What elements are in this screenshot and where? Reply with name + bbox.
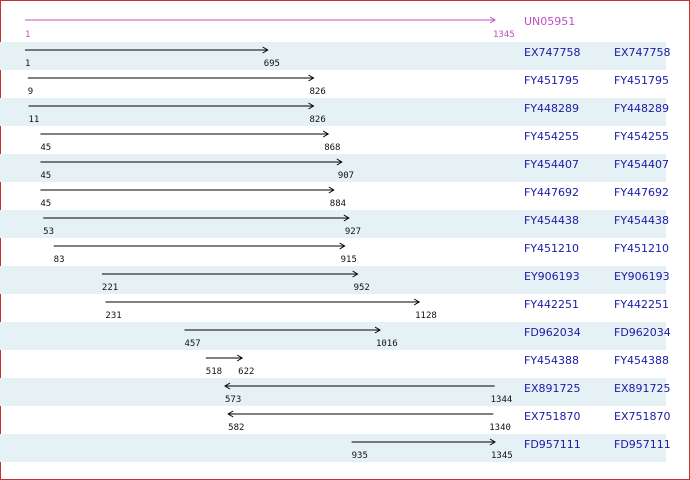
alignment-arrow-head <box>489 438 496 446</box>
accession-link-secondary[interactable]: FD962034 <box>614 326 671 339</box>
alignment-end-label: 915 <box>340 255 357 265</box>
accession-link-secondary[interactable]: EX751870 <box>614 410 671 423</box>
alignment-arrow-head <box>339 242 346 250</box>
alignment-start-label: 9 <box>27 87 34 97</box>
accession-link-secondary[interactable]: FY451795 <box>614 74 670 87</box>
alignment-start-label: 231 <box>105 311 122 321</box>
accession-link[interactable]: FY454388 <box>524 354 580 367</box>
alignment-row: 231 1128 FY442251 FY442251 <box>0 294 670 322</box>
accession-link-secondary[interactable]: EX891725 <box>614 382 671 395</box>
accession-link-secondary[interactable]: FD957111 <box>614 438 671 451</box>
alignment-end-label: 927 <box>344 227 362 237</box>
alignment-row: 221 952 EY906193 EY906193 <box>0 266 670 294</box>
alignment-start-label: 518 <box>205 367 223 377</box>
alignment-end-label: 907 <box>337 171 355 181</box>
alignment-start-label: 45 <box>40 199 52 209</box>
alignment-start-label: 11 <box>28 115 40 125</box>
alignment-start-label: 83 <box>53 255 65 265</box>
alignment-arrow-head <box>343 214 350 222</box>
alignment-row: 573 1344 EX891725 EX891725 <box>0 378 670 406</box>
alignment-start-label: 582 <box>228 423 245 433</box>
reference-row: 1 1345 UN05951 <box>0 10 666 40</box>
accession-link[interactable]: EX751870 <box>524 410 581 423</box>
alignment-arrow-head <box>328 186 335 194</box>
alignment-end-label: 868 <box>324 143 341 153</box>
alignment-start-label: 935 <box>351 451 368 461</box>
alignment-arrow-head <box>262 46 269 54</box>
alignment-start-label: 221 <box>101 283 119 293</box>
alignment-row: 518 622 FY454388 FY454388 <box>0 350 670 378</box>
accession-link-secondary[interactable]: FY451210 <box>614 242 670 255</box>
alignment-row: 83 915 FY451210 FY451210 <box>0 238 670 266</box>
accession-link[interactable]: FY448289 <box>524 102 580 115</box>
alignment-arrow-head <box>308 74 315 82</box>
accession-link[interactable]: EX747758 <box>524 46 581 59</box>
alignment-row: 45 884 FY447692 FY447692 <box>0 182 670 210</box>
accession-link[interactable]: FY442251 <box>524 298 580 311</box>
alignment-start-label: 45 <box>40 143 52 153</box>
accession-link[interactable]: FD957111 <box>524 438 581 451</box>
alignment-start-label: 457 <box>184 339 201 349</box>
accession-link-secondary[interactable]: FY454438 <box>614 214 670 227</box>
alignment-end-label: 1344 <box>490 395 513 405</box>
alignment-row: 1 695 EX747758 EX747758 <box>0 42 670 70</box>
alignment-start-label: 45 <box>40 171 52 181</box>
accession-link-secondary[interactable]: FY442251 <box>614 298 670 311</box>
alignment-row: 45 907 FY454407 FY454407 <box>0 154 670 182</box>
alignment-row: 45 868 FY454255 FY454255 <box>0 126 670 154</box>
alignment-row: 935 1345 FD957111 FD957111 <box>0 434 671 462</box>
alignment-end-label: 622 <box>238 367 255 377</box>
alignment-arrow-head <box>322 130 330 138</box>
alignment-start-label: 1 <box>25 59 31 69</box>
alignment-end-label: 884 <box>329 199 347 209</box>
accession-link-secondary[interactable]: FY447692 <box>614 186 670 199</box>
alignment-arrow-head <box>336 158 343 166</box>
accession-link-secondary[interactable]: FY454407 <box>614 158 670 171</box>
accession-link[interactable]: EY906193 <box>524 270 580 283</box>
alignment-arrow-head <box>413 298 421 306</box>
accession-link[interactable]: FY454438 <box>524 214 580 227</box>
alignment-end-label: 1128 <box>415 311 437 321</box>
alignment-row: 53 927 FY454438 FY454438 <box>0 210 670 238</box>
accession-link[interactable]: FY451210 <box>524 242 580 255</box>
accession-link[interactable]: FY447692 <box>524 186 580 199</box>
accession-link[interactable]: EX891725 <box>524 382 581 395</box>
accession-link[interactable]: FD962034 <box>524 326 581 339</box>
alignment-end-label: 952 <box>353 283 370 293</box>
alignment-arrow-head <box>374 326 381 334</box>
accession-link[interactable]: FY454255 <box>524 130 580 143</box>
alignment-arrow-head <box>224 382 231 390</box>
alignment-start-label: 53 <box>43 227 55 237</box>
alignment-end-label: 1016 <box>375 339 398 349</box>
accession-link-secondary[interactable]: FY448289 <box>614 102 670 115</box>
alignment-arrow-head <box>227 410 234 418</box>
alignment-row: 457 1016 FD962034 FD962034 <box>0 322 671 350</box>
alignment-start-label: 573 <box>225 395 242 405</box>
reference-arrow-head <box>489 16 496 24</box>
alignment-arrow-head <box>352 270 359 278</box>
accession-link-secondary[interactable]: FY454255 <box>614 130 670 143</box>
alignment-row: 11 826 FY448289 FY448289 <box>0 98 670 126</box>
accession-link-secondary[interactable]: EX747758 <box>614 46 671 59</box>
alignment-end-label: 695 <box>263 59 280 69</box>
alignment-row: 582 1340 EX751870 EX751870 <box>0 406 670 434</box>
alignment-arrow-head <box>236 354 244 362</box>
alignment-end-label: 1340 <box>489 423 511 433</box>
reference-end-label: 1345 <box>493 30 515 40</box>
reference-accession-label: UN05951 <box>524 15 576 28</box>
alignment-row: 9 826 FY451795 FY451795 <box>0 70 670 98</box>
alignment-end-label: 826 <box>309 87 326 97</box>
accession-link[interactable]: FY454407 <box>524 158 580 171</box>
alignment-end-label: 1345 <box>491 451 513 461</box>
accession-link-secondary[interactable]: FY454388 <box>614 354 670 367</box>
alignment-arrow-head <box>308 102 315 110</box>
reference-start-label: 1 <box>25 30 31 40</box>
accession-link[interactable]: FY451795 <box>524 74 580 87</box>
alignment-end-label: 826 <box>309 115 326 125</box>
accession-link-secondary[interactable]: EY906193 <box>614 270 670 283</box>
